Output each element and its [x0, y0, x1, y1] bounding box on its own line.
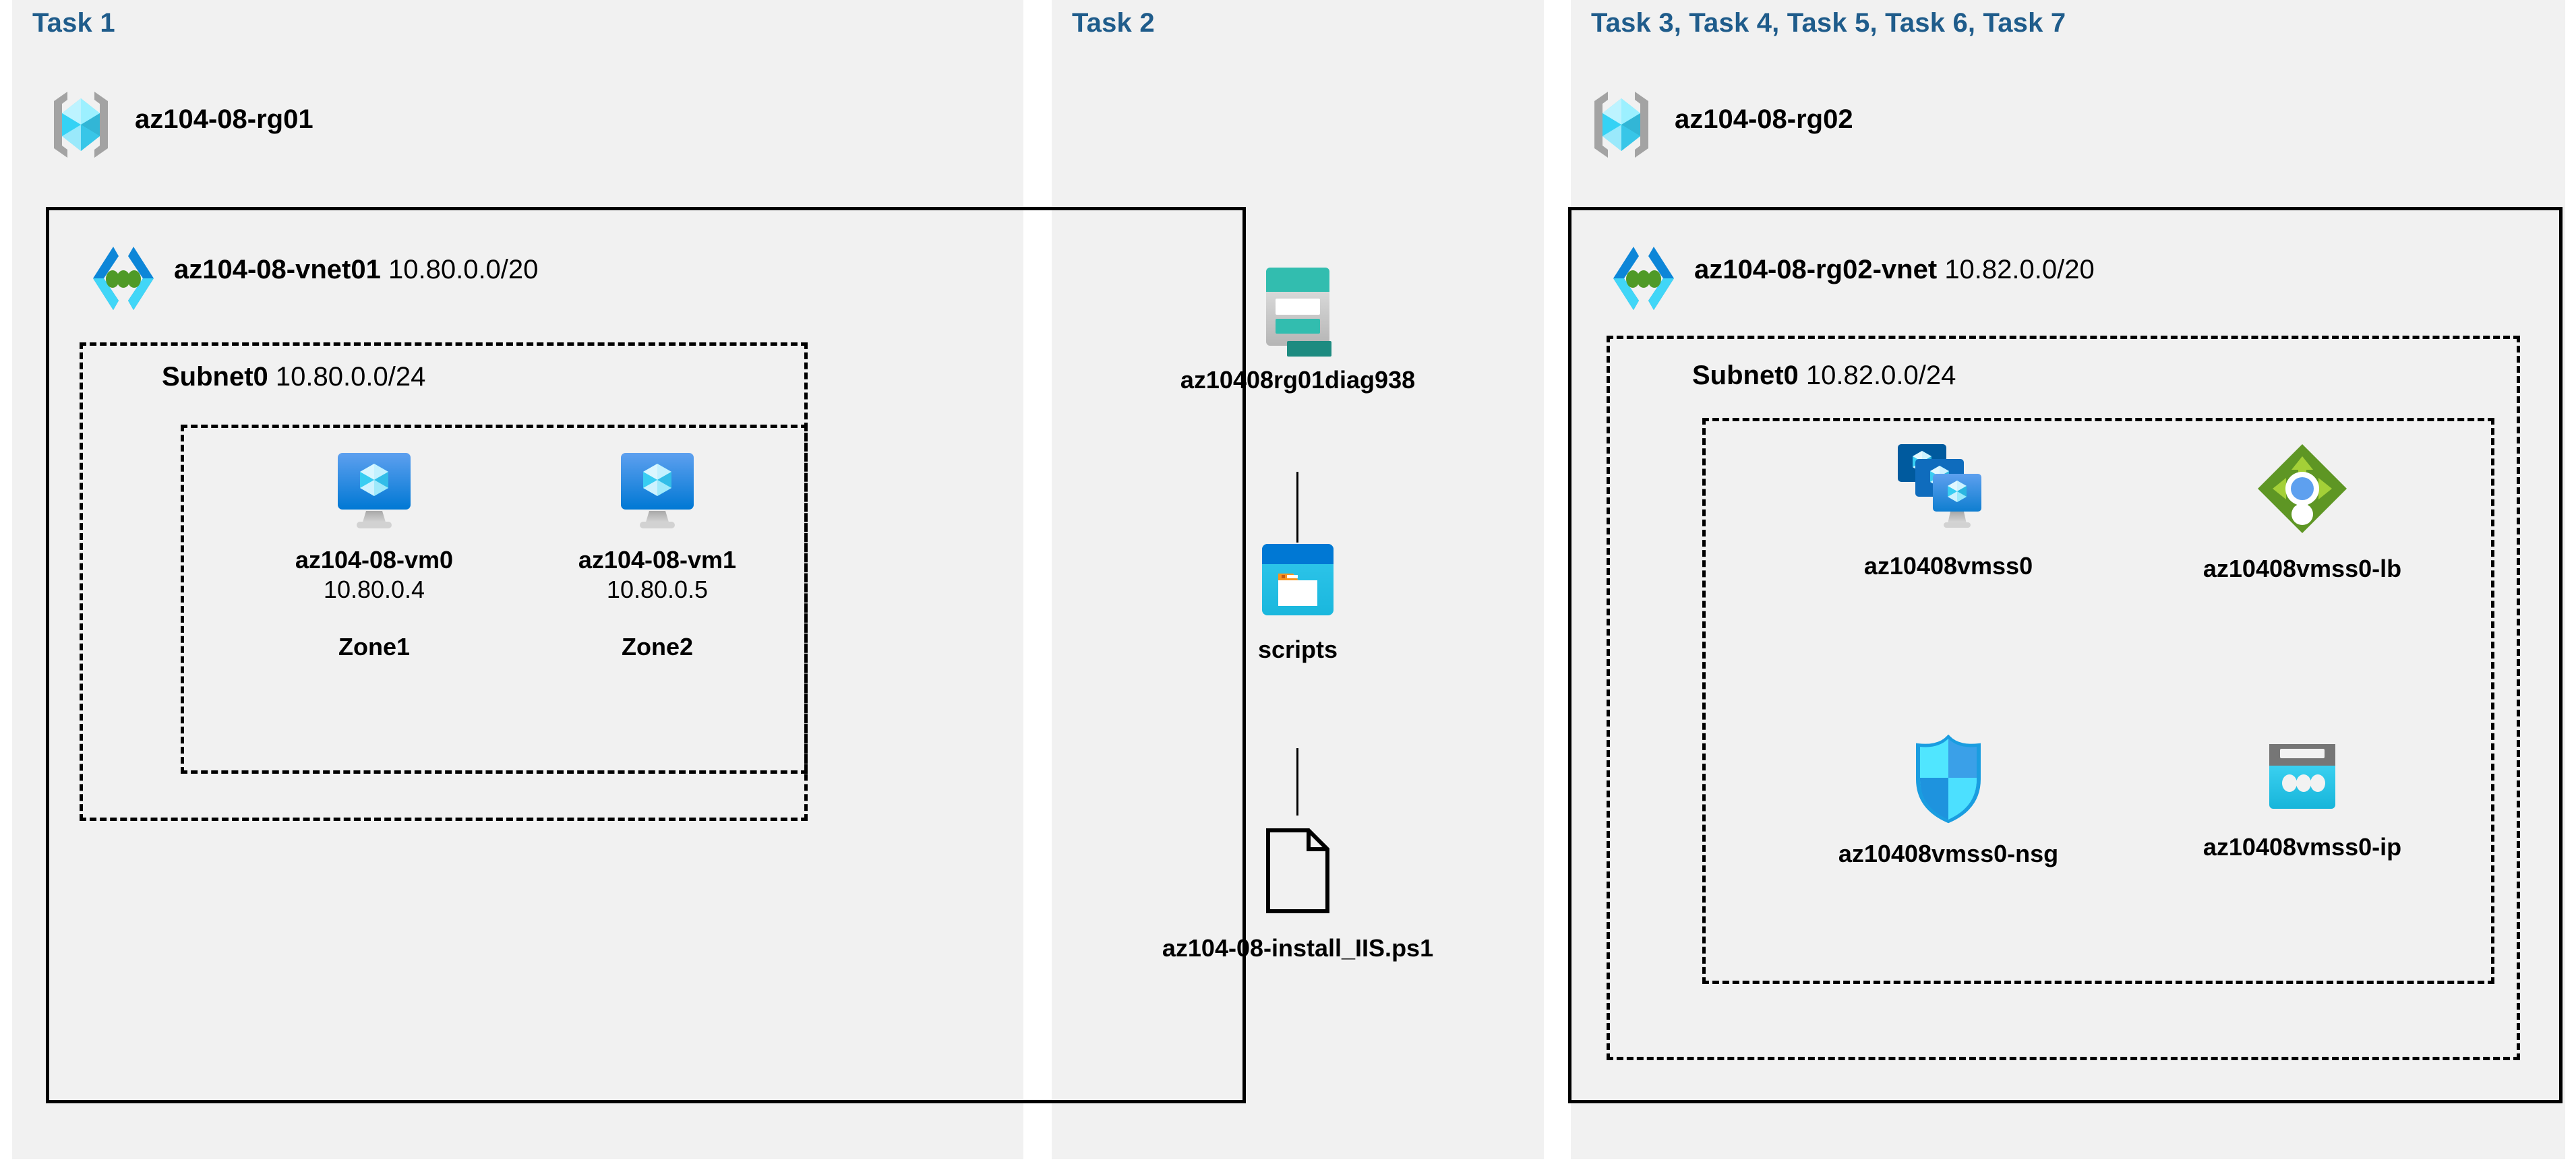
network-security-group-icon — [1760, 735, 2137, 824]
storage-account-icon — [1079, 266, 1517, 347]
vm-name: az104-08-vm0 — [295, 546, 454, 574]
public-ip-name: az10408vmss0-ip — [2203, 833, 2402, 861]
storage-account-name: az10408rg01diag938 — [1180, 366, 1416, 394]
vm-node-1: az104-08-vm1 10.80.0.5 Zone2 — [516, 452, 799, 661]
connector-storage-to-scripts — [1296, 472, 1298, 543]
blob-container-icon — [1079, 543, 1517, 617]
network-security-group-node: az10408vmss0-nsg — [1760, 735, 2137, 868]
resource-group-name-rg02: az104-08-rg02 — [1675, 104, 1853, 134]
load-balancer-name: az10408vmss0-lb — [2203, 555, 2402, 582]
rg02-vnet-box — [1568, 207, 2563, 1103]
script-file-name: az104-08-install_IIS.ps1 — [1162, 934, 1434, 962]
script-file-node: az104-08-install_IIS.ps1 — [1079, 828, 1517, 962]
nsg-name: az10408vmss0-nsg — [1838, 840, 2059, 867]
storage-account-dark-row — [1287, 341, 1331, 357]
virtual-machine-icon — [233, 452, 516, 531]
virtual-machine-icon — [516, 452, 799, 531]
vm-scale-set-icon — [1760, 441, 2137, 536]
subnet0-label-task3: Subnet0 10.82.0.0/24 — [1692, 361, 1956, 390]
vmss-name: az10408vmss0 — [1863, 552, 2033, 580]
task3-title: Task 3, Task 4, Task 5, Task 6, Task 7 — [1591, 8, 2066, 38]
vnet01-label: az104-08-vnet01 10.80.0.0/20 — [174, 255, 539, 284]
vm-zone: Zone2 — [621, 632, 693, 661]
task1-title: Task 1 — [32, 8, 115, 38]
resource-group-icon — [1588, 88, 1655, 162]
blob-container-name: scripts — [1257, 636, 1338, 663]
vm-ip: 10.80.0.4 — [323, 575, 425, 603]
public-ip-address-icon — [2137, 741, 2467, 816]
virtual-network-icon — [86, 241, 160, 315]
virtual-network-icon — [1607, 241, 1681, 315]
task3-panel — [1571, 0, 2565, 1159]
vnet01-box — [46, 207, 1246, 1103]
load-balancer-node: az10408vmss0-lb — [2137, 441, 2467, 583]
script-file-icon — [1079, 828, 1517, 914]
task2-title: Task 2 — [1072, 8, 1155, 38]
rg02-vnet-label: az104-08-rg02-vnet 10.82.0.0/20 — [1694, 255, 2095, 284]
connector-scripts-to-script-file — [1296, 748, 1298, 816]
vmss-resources-box — [1702, 418, 2494, 984]
vm-ip: 10.80.0.5 — [606, 575, 709, 603]
vm-zone-group-box — [181, 425, 808, 774]
vm-scale-set-node: az10408vmss0 — [1760, 441, 2137, 580]
vm-name: az104-08-vm1 — [578, 546, 737, 574]
load-balancer-icon — [2137, 441, 2467, 536]
vm-node-0: az104-08-vm0 10.80.0.4 Zone1 — [233, 452, 516, 661]
blob-container-node: scripts — [1079, 543, 1517, 664]
storage-account-node: az10408rg01diag938 — [1079, 266, 1517, 394]
resource-group-icon — [47, 88, 115, 162]
resource-group-name-rg01: az104-08-rg01 — [135, 104, 313, 134]
public-ip-address-node: az10408vmss0-ip — [2137, 741, 2467, 861]
subnet0-label-task1: Subnet0 10.80.0.0/24 — [162, 362, 426, 392]
vm-zone: Zone1 — [338, 632, 410, 661]
subnet0-box-task3 — [1607, 336, 2520, 1060]
